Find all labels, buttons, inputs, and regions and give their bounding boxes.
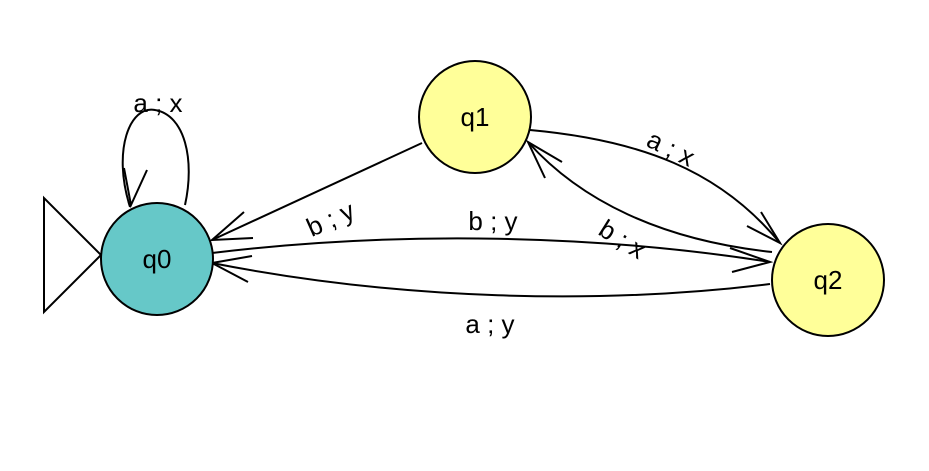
state-q1-circle — [418, 60, 532, 174]
transition-label-q1-q0: b ; y — [302, 195, 359, 242]
transition-label-q0-q0: a ; x — [133, 88, 182, 118]
initial-state-marker — [43, 195, 103, 315]
arrowhead-q1-q0 — [209, 211, 254, 242]
transition-q0-q0 — [121, 108, 190, 208]
state-q1: q1 — [418, 60, 532, 174]
state-q0-label: q0 — [143, 244, 172, 274]
state-q2: q2 — [771, 223, 885, 337]
state-q1-label: q1 — [461, 102, 490, 132]
transition-q2-q1 — [527, 141, 773, 253]
transition-label-q1-q2: a ; x — [642, 124, 699, 173]
state-q0: q0 — [100, 202, 214, 316]
transition-label-q2-q0: a ; y — [465, 309, 514, 339]
arrowhead-q0-q0 — [123, 167, 148, 209]
arrowhead-q2-q1 — [525, 139, 563, 179]
transition-q0-q2 — [211, 237, 771, 263]
transition-label-q0-q2: b ; y — [468, 206, 517, 236]
arrowhead-q0-q2 — [729, 247, 774, 273]
state-q2-circle — [771, 223, 885, 337]
state-q2-label: q2 — [814, 265, 843, 295]
transition-q1-q2 — [529, 129, 781, 244]
state-q0-circle — [100, 202, 214, 316]
transition-q1-q0 — [211, 142, 423, 241]
arrowhead-q1-q2 — [746, 211, 783, 246]
transition-q2-q0 — [211, 262, 771, 298]
